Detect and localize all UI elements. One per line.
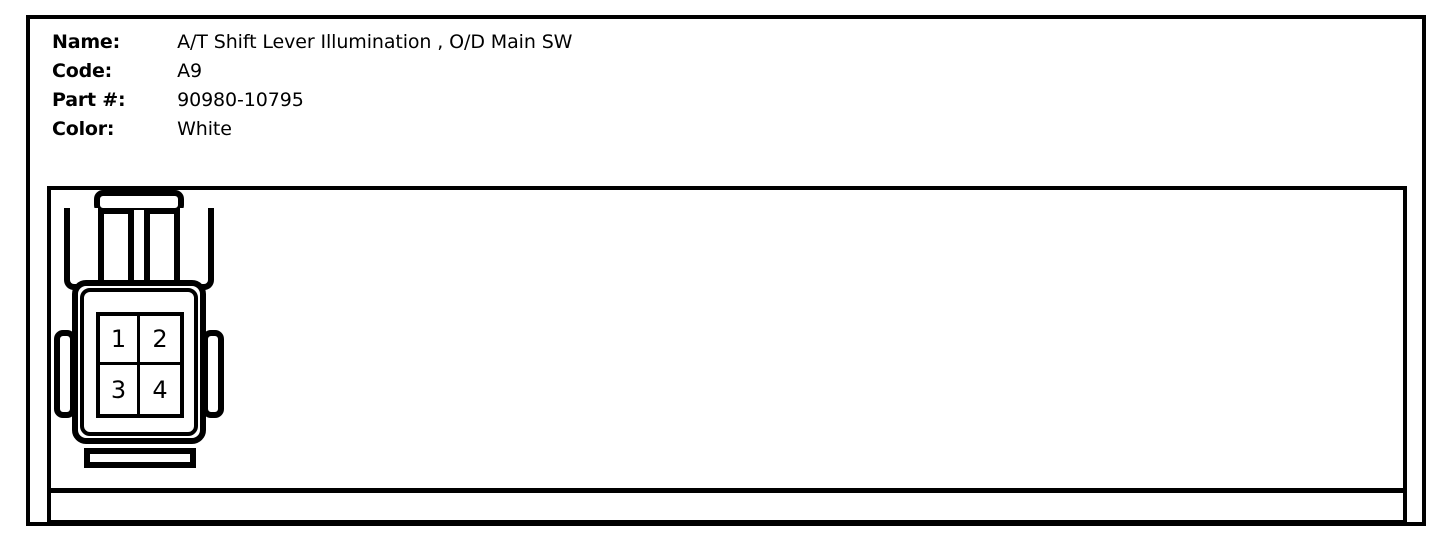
connector-face-diagram: 1 2 3 4 xyxy=(50,190,230,480)
connector-lock-arm-left-icon xyxy=(64,208,104,290)
pin-cell-4: 4 xyxy=(140,365,180,414)
spec-value-name: A/T Shift Lever Illumination , O/D Main … xyxy=(177,31,573,53)
spec-label-part-number: Part #: xyxy=(52,89,126,111)
connector-diagram-box xyxy=(47,186,1407,524)
spec-row-code: Code: A9 xyxy=(52,57,1352,86)
spec-row-part-number: Part #: 90980-10795 xyxy=(52,86,1352,115)
spec-label-color: Color: xyxy=(52,118,115,140)
connector-guide-wing-left-icon xyxy=(54,330,76,418)
spec-value-part-number: 90980-10795 xyxy=(177,89,304,111)
spec-row-color: Color: White xyxy=(52,115,1352,144)
spec-label-name: Name: xyxy=(52,31,121,53)
pin-cell-3: 3 xyxy=(100,365,140,414)
connector-guide-wing-right-icon xyxy=(202,330,224,418)
spec-row-name: Name: A/T Shift Lever Illumination , O/D… xyxy=(52,28,1352,57)
spec-label-code: Code: xyxy=(52,60,113,82)
spec-value-code: A9 xyxy=(177,60,202,82)
specification-block: Name: A/T Shift Lever Illumination , O/D… xyxy=(52,28,1352,144)
pin-cell-1: 1 xyxy=(100,316,140,365)
connector-lock-arm-right-icon xyxy=(174,208,214,290)
connector-base-bar-icon xyxy=(84,448,196,468)
spec-value-color: White xyxy=(177,118,232,140)
connector-latch-stem-inner-icon xyxy=(134,210,144,288)
diagram-bottom-divider xyxy=(47,488,1407,493)
connector-pin-grid: 1 2 3 4 xyxy=(96,312,184,418)
pin-cell-2: 2 xyxy=(140,316,180,365)
